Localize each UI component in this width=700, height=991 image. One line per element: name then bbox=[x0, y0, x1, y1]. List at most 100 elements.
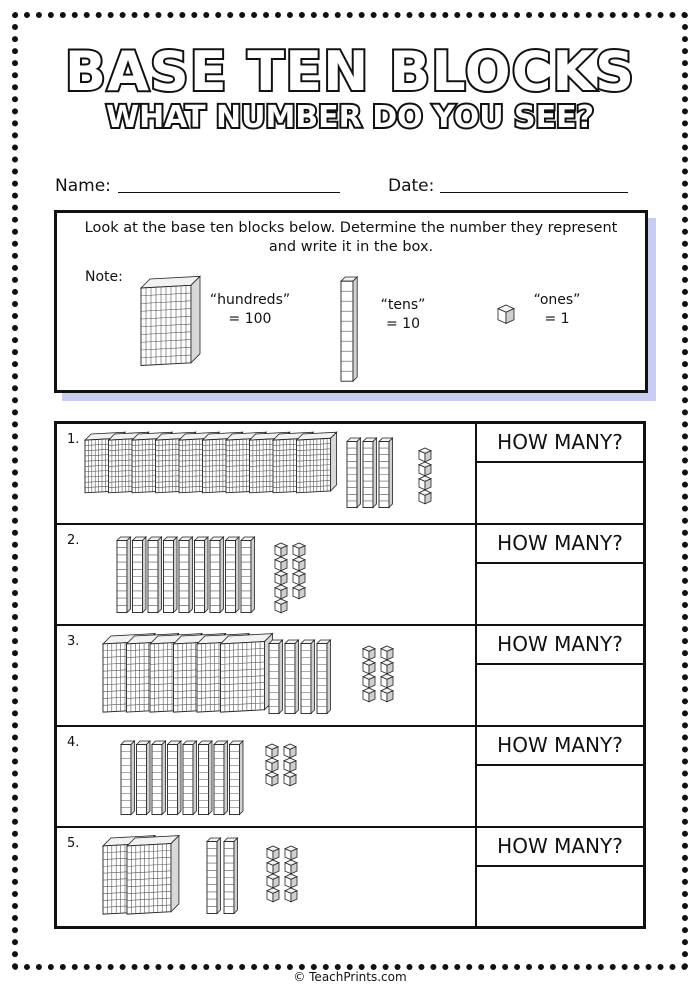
ones-name: “ones” bbox=[533, 292, 581, 308]
answer-box-3[interactable] bbox=[477, 665, 643, 725]
problem-row-2: 2. HOW MANY? bbox=[57, 525, 643, 626]
tens-rod-icon bbox=[131, 536, 147, 614]
tens-rod-icon bbox=[151, 740, 167, 816]
ones-cube-icon bbox=[362, 673, 376, 689]
tens-rod-icon bbox=[213, 740, 229, 816]
tens-rod-icon bbox=[162, 536, 178, 614]
ones-cube-icon bbox=[418, 489, 432, 505]
ones-cube-icon bbox=[292, 584, 306, 600]
problem-row-3: 3. HOW MANY? bbox=[57, 626, 643, 727]
hundreds-name: “hundreds” bbox=[209, 292, 291, 308]
column-divider bbox=[475, 727, 477, 826]
tens-rod-icon bbox=[346, 437, 362, 509]
date-field[interactable] bbox=[440, 192, 628, 193]
tens-rod-icon bbox=[362, 437, 378, 509]
problem-2-blocks bbox=[116, 536, 306, 614]
problem-number: 2. bbox=[67, 533, 80, 548]
ones-cube-icon bbox=[284, 873, 298, 889]
ones-cube-icon bbox=[274, 542, 288, 558]
ones-cube-icon bbox=[284, 887, 298, 903]
column-divider bbox=[475, 424, 477, 523]
how-many-label: HOW MANY? bbox=[477, 727, 643, 766]
problem-number: 1. bbox=[67, 432, 80, 447]
problem-number: 5. bbox=[67, 836, 80, 851]
answer-box-2[interactable] bbox=[477, 564, 643, 624]
note-label: Note: bbox=[85, 269, 123, 285]
ones-cube-icon bbox=[418, 475, 432, 491]
tens-value: = 10 bbox=[386, 316, 420, 332]
tens-rod-icon bbox=[268, 639, 284, 715]
how-many-label: HOW MANY? bbox=[477, 525, 643, 564]
tens-rod-icon bbox=[300, 639, 316, 715]
instructions-line-1: Look at the base ten blocks below. Deter… bbox=[84, 220, 618, 236]
hundreds-flat-icon bbox=[139, 275, 202, 366]
ones-cube-icon bbox=[274, 584, 288, 600]
ones-cube-icon bbox=[266, 845, 280, 861]
name-field[interactable] bbox=[118, 192, 340, 193]
hundreds-value: = 100 bbox=[228, 311, 272, 327]
ones-cube-icon bbox=[362, 645, 376, 661]
ones-cube-icon bbox=[284, 845, 298, 861]
ones-cube-icon bbox=[284, 859, 298, 875]
ones-cube-icon bbox=[292, 542, 306, 558]
problem-4-blocks bbox=[120, 740, 297, 816]
ones-cube-icon bbox=[292, 570, 306, 586]
instructions-line-2: and write it in the box. bbox=[268, 239, 434, 255]
ones-cube-icon bbox=[265, 743, 279, 759]
tens-rod-icon bbox=[378, 437, 394, 509]
tens-rod-icon bbox=[135, 740, 151, 816]
page-title: BASE TEN BLOCKS bbox=[63, 38, 636, 105]
ones-cube-icon bbox=[362, 659, 376, 675]
tens-rod-icon bbox=[223, 837, 239, 915]
how-many-label: HOW MANY? bbox=[477, 626, 643, 665]
ones-cube-icon bbox=[266, 887, 280, 903]
tens-rod-icon bbox=[209, 536, 225, 614]
hundreds-flat-shape bbox=[139, 275, 202, 366]
answer-box-1[interactable] bbox=[477, 463, 643, 523]
ones-cube-icon bbox=[292, 556, 306, 572]
tens-rod-shape bbox=[340, 276, 359, 383]
ones-cube-icon bbox=[497, 304, 515, 325]
hundreds-flat-icon bbox=[125, 834, 180, 915]
ones-cube-icon bbox=[362, 687, 376, 703]
tens-rod-icon bbox=[228, 740, 244, 816]
answer-box-5[interactable] bbox=[477, 867, 643, 927]
answer-box-4[interactable] bbox=[477, 766, 643, 826]
problem-grid: 1. HOW MANY? 2. HOW MANY? 3. HOW MANY? 4… bbox=[54, 421, 646, 929]
ones-cube-icon bbox=[380, 645, 394, 661]
ones-cube-icon bbox=[380, 659, 394, 675]
problem-row-5: 5. HOW MANY? bbox=[57, 828, 643, 929]
dotted-page-border bbox=[12, 12, 688, 970]
ones-cube-icon bbox=[418, 461, 432, 477]
hundreds-flat-icon bbox=[219, 632, 274, 713]
tens-rod-icon bbox=[197, 740, 213, 816]
ones-cube-icon bbox=[283, 771, 297, 787]
date-label: Date: bbox=[388, 176, 435, 196]
legend-blocks bbox=[139, 275, 515, 383]
problem-1-blocks bbox=[83, 431, 432, 509]
ones-value: = 1 bbox=[544, 311, 570, 327]
column-divider bbox=[475, 525, 477, 624]
tens-rod-icon bbox=[116, 536, 132, 614]
tens-rod-icon bbox=[193, 536, 209, 614]
legend-ones: “ones” = 1 bbox=[527, 291, 587, 329]
how-many-label: HOW MANY? bbox=[477, 424, 643, 463]
problem-number: 4. bbox=[67, 735, 80, 750]
tens-rod-icon bbox=[224, 536, 240, 614]
problem-row-4: 4. HOW MANY? bbox=[57, 727, 643, 828]
ones-cube-icon bbox=[266, 873, 280, 889]
ones-cube-icon bbox=[418, 447, 432, 463]
ones-cube-shape bbox=[497, 304, 515, 325]
instructions-text: Look at the base ten blocks below. Deter… bbox=[57, 219, 645, 257]
tens-rod-icon bbox=[240, 536, 256, 614]
ones-cube-icon bbox=[380, 673, 394, 689]
ones-cube-icon bbox=[265, 757, 279, 773]
column-divider bbox=[475, 626, 477, 725]
column-divider bbox=[475, 828, 477, 929]
tens-rod-icon bbox=[166, 740, 182, 816]
problem-number: 3. bbox=[67, 634, 80, 649]
tens-rod-icon bbox=[316, 639, 332, 715]
problem-5-blocks bbox=[101, 834, 298, 915]
legend-tens: “tens” = 10 bbox=[373, 296, 433, 334]
tens-rod-icon bbox=[182, 740, 198, 816]
